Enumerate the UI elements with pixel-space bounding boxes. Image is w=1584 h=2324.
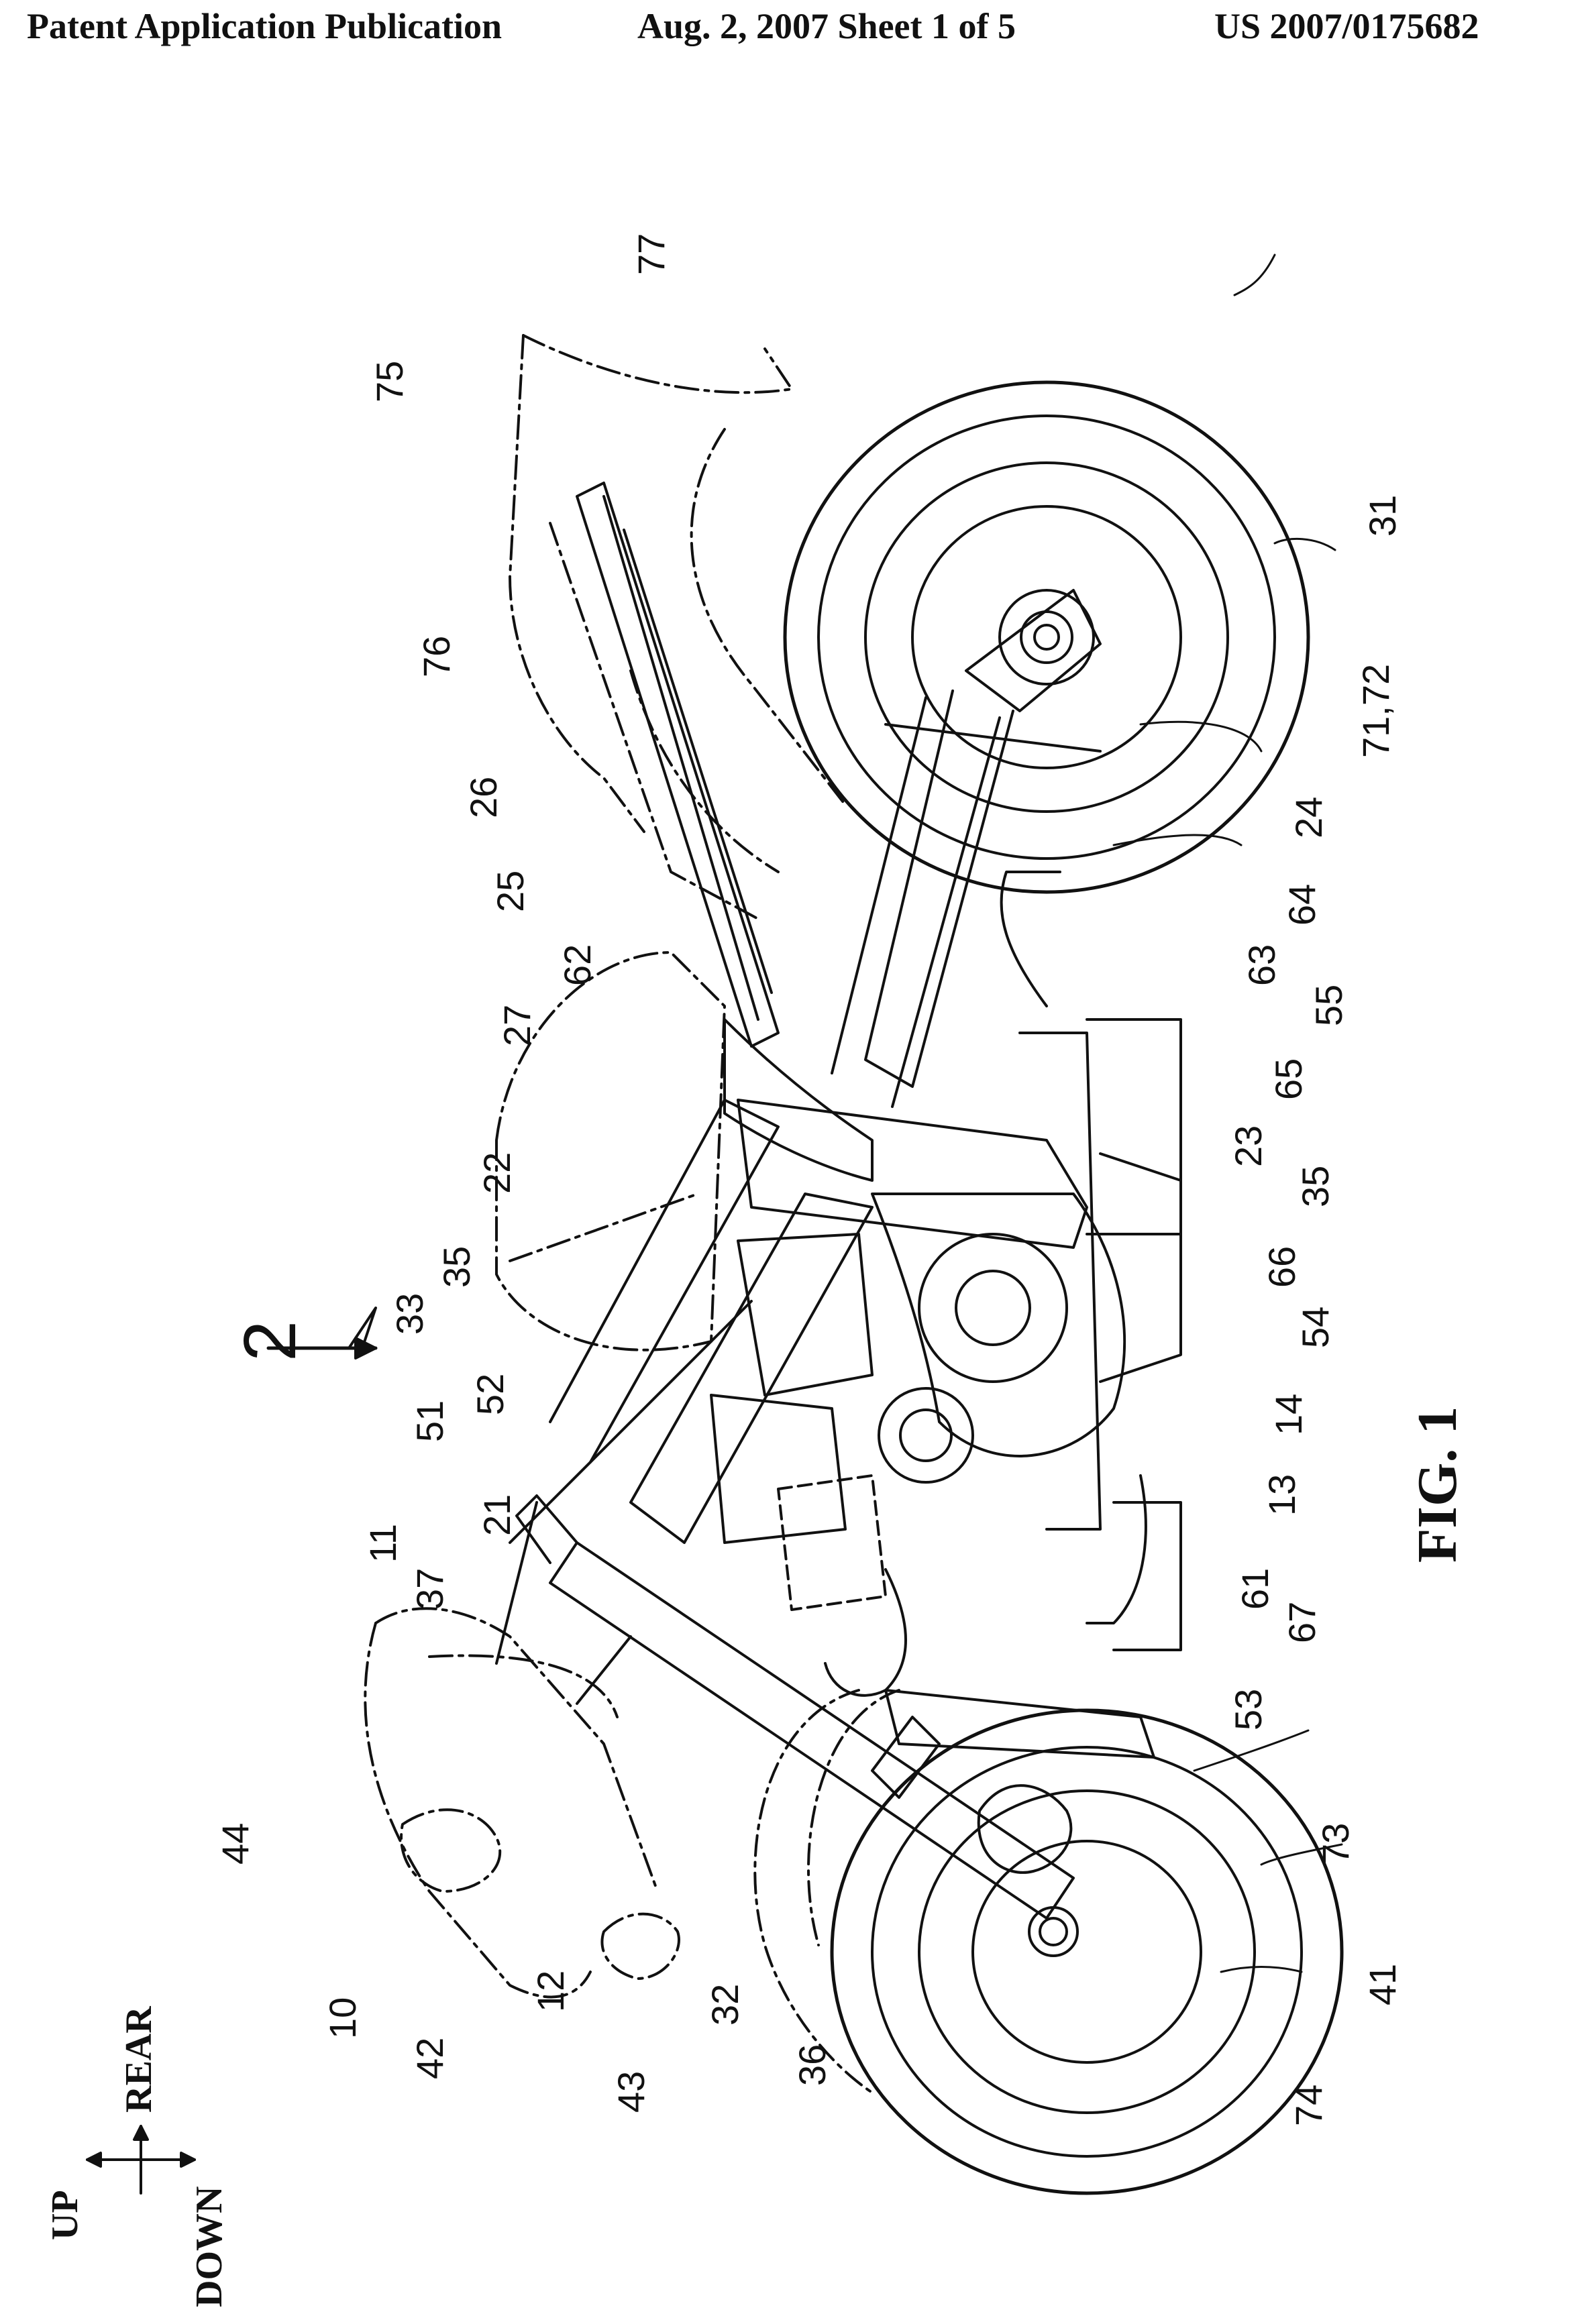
ref-25: 25: [489, 871, 531, 912]
direction-down: DOWN: [189, 2187, 230, 2307]
front-wheel: [830, 1708, 1344, 2195]
engine: [710, 1152, 1182, 1544]
seat-rails: [576, 482, 780, 1048]
ref-35a: 35: [435, 1246, 478, 1288]
ref-42: 42: [409, 2038, 451, 2079]
ref-77: 77: [630, 233, 672, 275]
ref-11: 11: [362, 1524, 404, 1563]
ref-53: 53: [1227, 1689, 1269, 1730]
front-fender: [753, 1689, 874, 2094]
ref-54: 54: [1294, 1307, 1336, 1348]
ref-67: 67: [1281, 1602, 1323, 1643]
ref-37: 37: [409, 1568, 451, 1610]
rear-wheel: [783, 380, 1310, 894]
publication-date-sheet: Aug. 2, 2007 Sheet 1 of 5: [637, 6, 1016, 46]
figure-label: FIG. 1: [1406, 1406, 1469, 1563]
ref-14: 14: [1267, 1394, 1310, 1435]
ref-65: 65: [1267, 1058, 1310, 1100]
direction-rear: REAR: [118, 2006, 160, 2113]
ref-55: 55: [1308, 985, 1350, 1026]
publication-number: US 2007/0175682: [1214, 6, 1479, 46]
ref-36: 36: [791, 2044, 833, 2086]
fuel-tank: [495, 951, 726, 1351]
rear-cowl: [509, 334, 847, 920]
main-frame: [509, 1018, 1088, 1544]
ref-22: 22: [476, 1152, 518, 1194]
ref-63: 63: [1240, 944, 1283, 986]
front-fork: [495, 1494, 1075, 1920]
ref-66: 66: [1261, 1246, 1303, 1288]
ref-33: 33: [388, 1293, 431, 1335]
ref-73: 73: [1314, 1823, 1357, 1865]
ref-52: 52: [469, 1374, 511, 1415]
direction-up: UP: [44, 2190, 86, 2240]
ref-23: 23: [1227, 1125, 1269, 1167]
exhaust: [1000, 871, 1182, 1651]
ref-71-72: 71,72: [1355, 664, 1397, 758]
ref-24: 24: [1287, 797, 1330, 838]
ref-44: 44: [214, 1823, 256, 1865]
ref-64: 64: [1281, 884, 1323, 926]
ref-31: 31: [1361, 495, 1404, 537]
swing-arm: [831, 589, 1102, 1108]
ref-75: 75: [368, 361, 411, 402]
ref-35b: 35: [1294, 1166, 1336, 1207]
leader-lines: [1112, 254, 1343, 1973]
ref-13: 13: [1261, 1474, 1303, 1516]
front-cowl: [364, 1607, 680, 1999]
page-header: Patent Application Publication Aug. 2, 2…: [0, 0, 1584, 54]
ref-41: 41: [1361, 1964, 1404, 2005]
reference-numerals: 77 75 76 26 25 62 27 22 35 33 2 52 51 21…: [44, 233, 1469, 2307]
view-marker-2: 2: [229, 1321, 311, 1362]
ref-76: 76: [415, 636, 458, 677]
ref-32: 32: [704, 1984, 746, 2026]
ref-61: 61: [1234, 1568, 1276, 1610]
ref-51: 51: [409, 1400, 451, 1442]
publication-title: Patent Application Publication: [27, 6, 503, 46]
ref-62: 62: [556, 944, 598, 986]
ref-43: 43: [610, 2071, 652, 2113]
direction-indicator: [86, 2125, 196, 2195]
ref-26: 26: [462, 777, 505, 818]
ref-74: 74: [1287, 2085, 1330, 2126]
ref-12: 12: [529, 1971, 572, 2012]
ref-27: 27: [496, 1005, 538, 1046]
ref-21: 21: [476, 1494, 518, 1536]
ref-10: 10: [321, 1997, 364, 2039]
